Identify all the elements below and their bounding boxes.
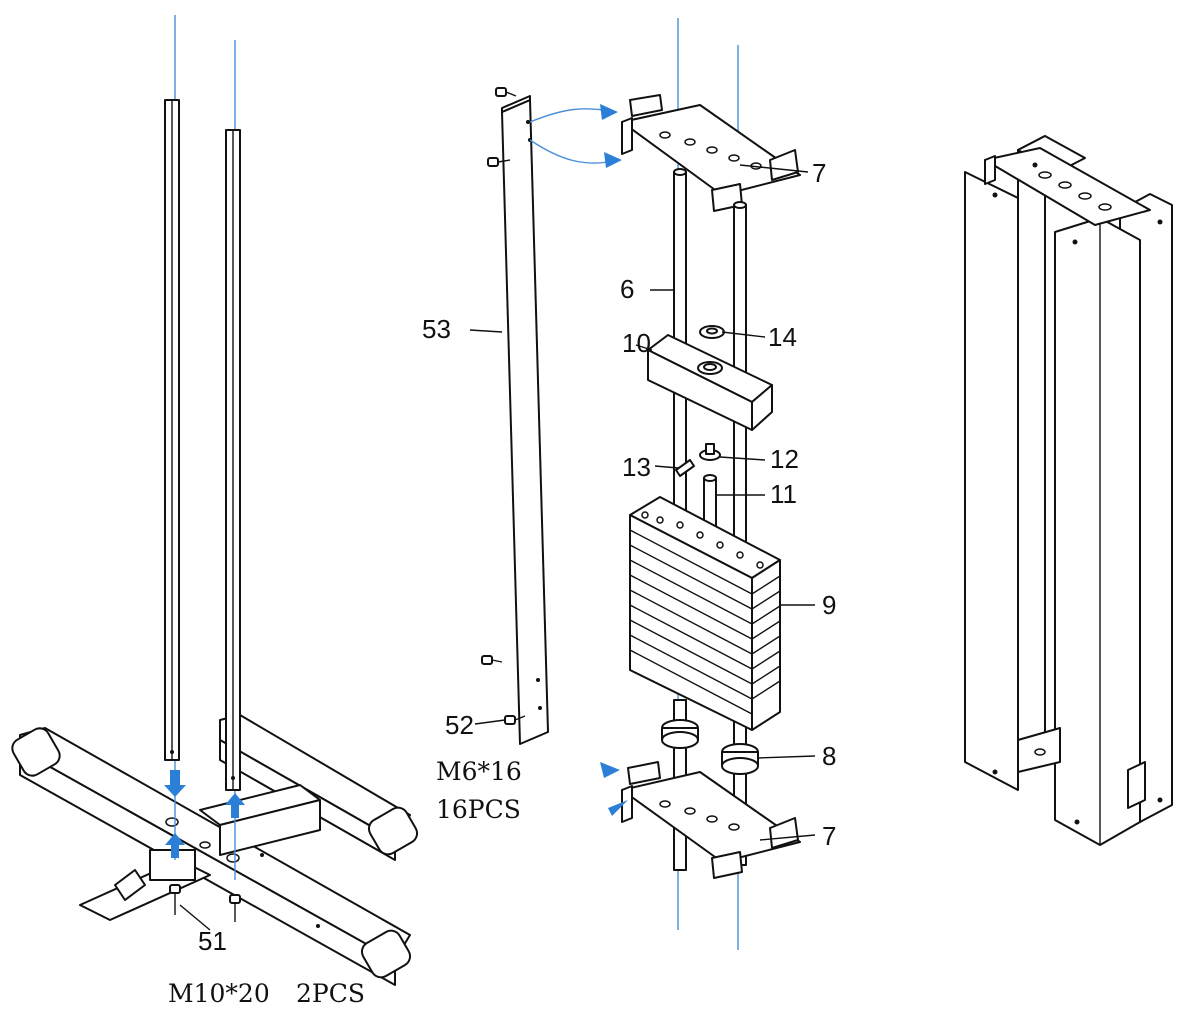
spec-m6-bolt: M6*16	[436, 757, 522, 786]
callout-51: 51	[198, 926, 227, 956]
leader-lines	[469, 164, 816, 841]
assembled-tower	[964, 135, 1173, 846]
callout-6: 6	[620, 274, 634, 304]
callout-7-bottom: 7	[822, 821, 836, 851]
callout-11: 11	[770, 479, 797, 509]
top-plate-10	[647, 334, 773, 431]
callout-10: 10	[622, 328, 651, 358]
bottom-bracket-7	[600, 761, 801, 879]
callout-53: 53	[422, 314, 451, 344]
callout-13: 13	[622, 452, 651, 482]
callout-7-top: 7	[812, 158, 826, 188]
base-frame	[11, 714, 419, 986]
assembly-arrows-left	[164, 770, 245, 858]
guide-rods-left	[164, 15, 241, 880]
callout-labels: 53 7 6 14 10 12 13 11 9 52 8 7 51	[198, 158, 836, 956]
weight-stack-9	[629, 496, 781, 731]
washer-14	[699, 325, 725, 339]
top-bracket-7	[621, 94, 801, 212]
callout-52: 52	[445, 710, 474, 740]
bumpers-8	[661, 719, 759, 775]
connector-curves	[529, 104, 622, 168]
spec-m6-qty: 16PCS	[436, 795, 521, 824]
callout-8: 8	[822, 741, 836, 771]
bolt-51-pair	[169, 884, 241, 931]
cover-panel-53	[481, 87, 549, 745]
callout-14: 14	[768, 322, 797, 352]
spec-m10-qty: 2PCS	[296, 979, 365, 1008]
spec-labels: M6*16 16PCS M10*20 2PCS	[168, 757, 522, 1008]
spec-m10-bolt: M10*20	[168, 979, 270, 1008]
callout-9: 9	[822, 590, 836, 620]
callout-12: 12	[770, 444, 799, 474]
